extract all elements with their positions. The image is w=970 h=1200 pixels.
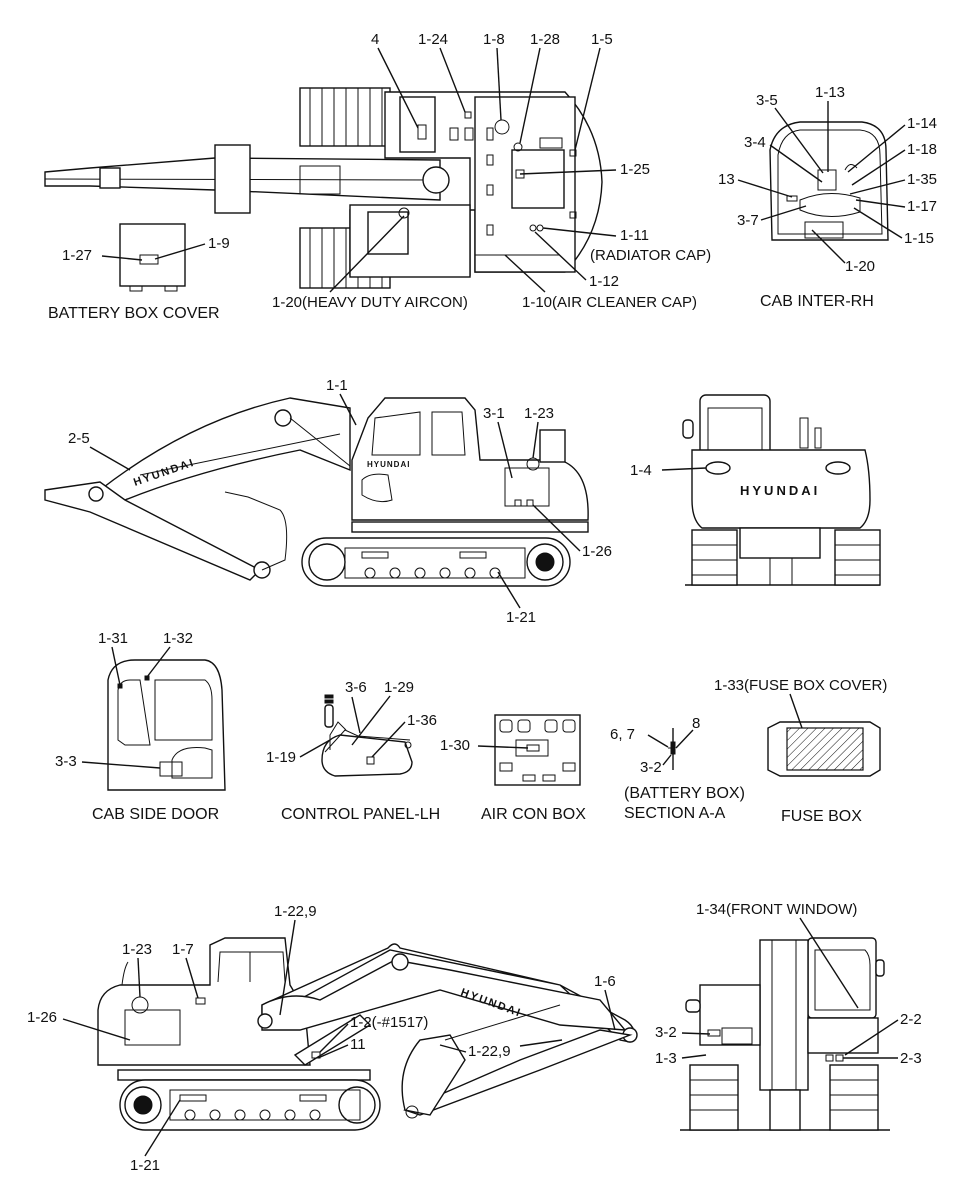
caption-cab-inter-rh: CAB INTER-RH — [760, 293, 874, 310]
callout-2-5: 2-5 — [68, 430, 90, 447]
callout-13: 13 — [718, 171, 735, 188]
fuse-box-labels: 1-33(FUSE BOX COVER) FUSE BOX — [714, 677, 887, 825]
callout-1-10-air-cleaner: 1-10(AIR CLEANER CAP) — [522, 294, 697, 311]
callout-1-28: 1-28 — [530, 31, 560, 48]
callout-11: 11 — [350, 1036, 366, 1053]
callout-1-1: 1-1 — [326, 377, 348, 394]
caption-battery-box: (BATTERY BOX) — [624, 785, 745, 802]
callout-1-34: 1-34(FRONT WINDOW) — [696, 901, 857, 918]
callout-1-22-9-bottom: 1-22,9 — [468, 1043, 511, 1060]
caption-control-panel-lh: CONTROL PANEL-LH — [281, 806, 440, 823]
callout-3-1: 3-1 — [483, 405, 505, 422]
callout-1-4: 1-4 — [630, 462, 652, 479]
callout-1-12: 1-12 — [589, 273, 619, 290]
callout-6-7: 6, 7 — [610, 726, 635, 743]
callout-2-3: 2-3 — [900, 1050, 922, 1067]
rear-view: HYUNDAI — [682, 394, 881, 586]
caption-section-a-a: SECTION A-A — [624, 805, 726, 822]
callout-1-21-left: 1-21 — [506, 609, 536, 626]
callout-1-20-cab: 1-20 — [845, 258, 875, 275]
callout-3-5: 3-5 — [756, 92, 778, 109]
callout-1-19: 1-19 — [266, 749, 296, 766]
battery-box-labels: 6, 7 8 3-2 (BATTERY BOX) SECTION A-A — [610, 715, 745, 822]
left-side-labels: 1-1 2-5 3-1 1-23 1-26 1-21 — [68, 377, 612, 626]
caption-air-con-box: AIR CON BOX — [481, 806, 586, 823]
rear-logo-text: HYUNDAI — [740, 483, 820, 498]
callout-1-29: 1-29 — [384, 679, 414, 696]
cab-side-door — [107, 659, 226, 791]
callout-1-26-left: 1-26 — [582, 543, 612, 560]
top-view-labels: 4 1-24 1-8 1-28 1-5 1-25 1-11 (RADIATOR … — [48, 31, 711, 322]
callout-1-18: 1-18 — [907, 141, 937, 158]
air-con-box — [494, 714, 581, 786]
callout-1-9: 1-9 — [208, 235, 230, 252]
callout-1-35: 1-35 — [907, 171, 937, 188]
radiator-cap-label: (RADIATOR CAP) — [590, 247, 711, 264]
callout-2-2: 2-2 — [900, 1011, 922, 1028]
callout-1-30: 1-30 — [440, 737, 470, 754]
callout-1-32: 1-32 — [163, 630, 193, 647]
callout-1-8: 1-8 — [483, 31, 505, 48]
callout-3-3: 3-3 — [55, 753, 77, 770]
cab-logo-text: HYUNDAI — [367, 460, 410, 469]
left-side-view: HYUNDAI HYUNDAI — [44, 397, 589, 587]
callout-1-20-aircon: 1-20(HEAVY DUTY AIRCON) — [272, 294, 468, 311]
callout-1-3: 1-3 — [655, 1050, 677, 1067]
callout-1-36: 1-36 — [407, 712, 437, 729]
control-panel-lh — [321, 694, 413, 777]
callout-3-7: 3-7 — [737, 212, 759, 229]
top-view — [44, 87, 603, 292]
caption-cab-side-door: CAB SIDE DOOR — [92, 806, 219, 823]
callout-3-2-section: 3-2 — [640, 759, 662, 776]
air-con-box-labels: 1-30 AIR CON BOX — [440, 737, 586, 823]
cab-side-door-labels: 1-31 1-32 3-3 CAB SIDE DOOR — [55, 630, 219, 823]
front-view-labels: 1-34(FRONT WINDOW) 3-2 2-2 1-3 2-3 — [655, 901, 922, 1067]
callout-3-4: 3-4 — [744, 134, 766, 151]
callout-1-23-left: 1-23 — [524, 405, 554, 422]
fuse-box — [767, 721, 881, 777]
right-side-view: HYUNDAI — [97, 937, 638, 1131]
callout-1-11: 1-11 — [620, 227, 649, 244]
callout-1-25: 1-25 — [620, 161, 650, 178]
callout-1-15: 1-15 — [904, 230, 934, 247]
rear-view-labels: 1-4 — [630, 462, 707, 479]
callout-1-23-right: 1-23 — [122, 941, 152, 958]
callout-1-13: 1-13 — [815, 84, 845, 101]
callout-1-33: 1-33(FUSE BOX COVER) — [714, 677, 887, 694]
callout-1-22-9-top: 1-22,9 — [274, 903, 317, 920]
callout-1-2: 1-2(-#1517) — [350, 1014, 428, 1031]
callout-1-26-right: 1-26 — [27, 1009, 57, 1026]
callout-1-6: 1-6 — [594, 973, 616, 990]
callout-1-7: 1-7 — [172, 941, 194, 958]
front-view — [680, 937, 890, 1131]
callout-1-5: 1-5 — [591, 31, 613, 48]
caption-battery-box-cover: BATTERY BOX COVER — [48, 305, 220, 322]
control-panel-labels: 3-6 1-29 1-36 1-19 CONTROL PANEL-LH — [266, 679, 440, 823]
callout-1-31: 1-31 — [98, 630, 128, 647]
caption-fuse-box: FUSE BOX — [781, 808, 862, 825]
callout-8: 8 — [692, 715, 700, 732]
cab-interior-labels: 3-5 1-13 1-14 3-4 1-18 13 1-35 1-17 3-7 … — [718, 84, 937, 310]
battery-box-section — [668, 728, 676, 770]
right-side-labels: 1-22,9 1-23 1-7 1-6 1-26 1-2(-#1517) 11 … — [27, 903, 616, 1174]
callout-1-27: 1-27 — [62, 247, 92, 264]
callout-1-21-right: 1-21 — [130, 1157, 160, 1174]
callout-1-17: 1-17 — [907, 198, 937, 215]
callout-4: 4 — [371, 31, 379, 48]
callout-3-6: 3-6 — [345, 679, 367, 696]
callout-1-24: 1-24 — [418, 31, 448, 48]
callout-3-2-front: 3-2 — [655, 1024, 677, 1041]
cab-interior-view — [769, 121, 889, 241]
callout-1-14: 1-14 — [907, 115, 937, 132]
